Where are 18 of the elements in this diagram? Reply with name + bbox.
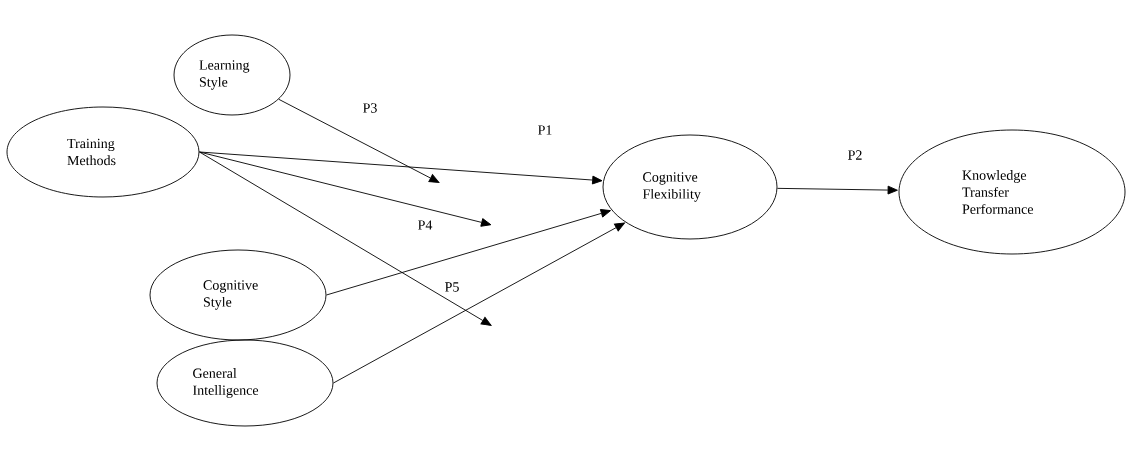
arrow bbox=[199, 151, 603, 185]
edge-label: P3 bbox=[361, 102, 379, 114]
edge-label: P4 bbox=[416, 219, 434, 231]
ellipse-node: Cognitive Flexibility bbox=[602, 134, 778, 240]
arrow bbox=[199, 151, 492, 326]
arrow bbox=[326, 209, 611, 296]
edge-label: P5 bbox=[443, 281, 461, 293]
edge-label: P1 bbox=[536, 124, 554, 136]
arrow bbox=[333, 222, 625, 384]
ellipse-node: Knowledge Transfer Performance bbox=[898, 129, 1126, 255]
ellipse-node: Learning Style bbox=[173, 34, 291, 116]
arrow bbox=[278, 98, 440, 183]
ellipse-node: Training Methods bbox=[6, 106, 200, 198]
arrow bbox=[776, 185, 898, 195]
ellipse-node: Cognitive Style bbox=[149, 249, 327, 341]
arrow bbox=[199, 151, 492, 227]
ellipse-node: General Intelligence bbox=[156, 339, 334, 427]
edge-label: P2 bbox=[846, 149, 864, 161]
